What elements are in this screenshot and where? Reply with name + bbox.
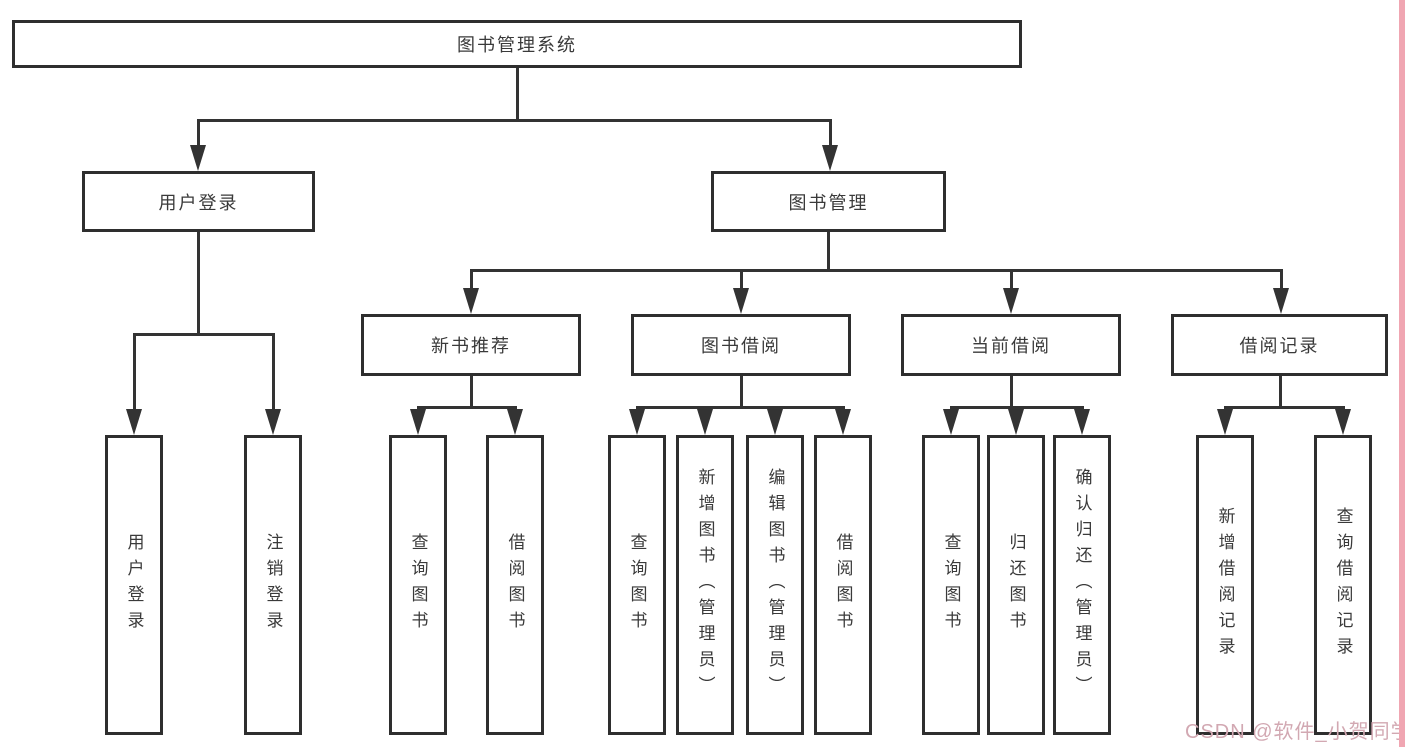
connector-line	[469, 269, 1283, 272]
leaf-confirm-return-admin: 确认归还（管理员）	[1053, 435, 1111, 735]
node-user-login: 用户登录	[82, 171, 315, 232]
connector-line	[515, 68, 519, 122]
connector-line	[271, 333, 275, 411]
connector-line	[1009, 376, 1013, 409]
node-label: 查询图书	[408, 533, 428, 637]
connector-line	[196, 232, 200, 336]
arrow-down-icon	[265, 409, 281, 435]
connector-line	[132, 333, 275, 336]
right-edge-strip	[1399, 0, 1405, 747]
connector-line	[1278, 376, 1282, 409]
arrow-down-icon	[1074, 409, 1090, 435]
node-label: 图书管理	[788, 192, 869, 213]
connector-line	[1009, 269, 1013, 291]
connector-line	[416, 406, 517, 409]
connector-line	[196, 119, 832, 122]
arrow-down-icon	[822, 145, 838, 171]
arrow-down-icon	[1273, 288, 1289, 314]
leaf-borrow-books: 借阅图书	[814, 435, 872, 735]
connector-line	[196, 119, 200, 149]
arrow-down-icon	[1008, 409, 1024, 435]
arrow-down-icon	[767, 409, 783, 435]
node-library-management-system: 图书管理系统	[12, 20, 1022, 68]
connector-line	[1279, 269, 1283, 291]
node-borrow-records: 借阅记录	[1171, 314, 1388, 376]
node-label: 借阅记录	[1239, 336, 1320, 356]
arrow-down-icon	[629, 409, 645, 435]
node-label: 注销登录	[263, 533, 283, 637]
node-label: 图书借阅	[701, 336, 781, 356]
arrow-down-icon	[835, 409, 851, 435]
arrow-down-icon	[943, 409, 959, 435]
leaf-query-books-borrow: 查询图书	[608, 435, 666, 735]
node-label: 图书管理系统	[457, 35, 577, 55]
arrow-down-icon	[410, 409, 426, 435]
arrow-down-icon	[463, 288, 479, 314]
leaf-borrow-books-recommend: 借阅图书	[486, 435, 544, 735]
connector-line	[469, 269, 473, 291]
node-label: 当前借阅	[971, 336, 1051, 356]
connector-line	[739, 376, 743, 409]
arrow-down-icon	[126, 409, 142, 435]
arrow-down-icon	[1003, 288, 1019, 314]
leaf-edit-books-admin: 编辑图书（管理员）	[746, 435, 804, 735]
csdn-watermark: CSDN @软件_小贺同学	[1185, 721, 1405, 743]
node-label: 查询借阅记录	[1333, 507, 1353, 663]
connector-line	[635, 406, 845, 409]
node-book-management: 图书管理	[711, 171, 946, 232]
leaf-return-books: 归还图书	[987, 435, 1045, 735]
node-label: 编辑图书（管理员）	[765, 468, 785, 702]
connector-line	[739, 269, 743, 291]
leaf-add-books-admin: 新增图书（管理员）	[676, 435, 734, 735]
connector-line	[1223, 406, 1345, 409]
leaf-query-borrow-record: 查询借阅记录	[1314, 435, 1372, 735]
arrow-down-icon	[1335, 409, 1351, 435]
leaf-user-login: 用户登录	[105, 435, 163, 735]
leaf-query-books-current: 查询图书	[922, 435, 980, 735]
node-label: 归还图书	[1006, 533, 1026, 637]
node-label: 用户登录	[158, 192, 239, 213]
connector-line	[469, 376, 473, 409]
node-label: 查询图书	[941, 533, 961, 637]
node-label: 查询图书	[627, 533, 647, 637]
node-label: 借阅图书	[505, 533, 525, 637]
connector-line	[828, 119, 832, 149]
node-label: 用户登录	[124, 533, 144, 637]
node-book-borrow: 图书借阅	[631, 314, 851, 376]
node-label: 新增借阅记录	[1215, 507, 1235, 663]
leaf-logout: 注销登录	[244, 435, 302, 735]
node-new-book-recommend: 新书推荐	[361, 314, 581, 376]
arrow-down-icon	[733, 288, 749, 314]
node-label: 新增图书（管理员）	[695, 468, 715, 702]
node-label: 借阅图书	[833, 533, 853, 637]
arrow-down-icon	[697, 409, 713, 435]
connector-line	[949, 406, 1084, 409]
connector-line	[132, 333, 136, 411]
node-label: 新书推荐	[431, 336, 511, 356]
node-label: 确认归还（管理员）	[1072, 468, 1092, 702]
leaf-add-borrow-record: 新增借阅记录	[1196, 435, 1254, 735]
arrow-down-icon	[1217, 409, 1233, 435]
leaf-query-books-recommend: 查询图书	[389, 435, 447, 735]
arrow-down-icon	[507, 409, 523, 435]
arrow-down-icon	[190, 145, 206, 171]
node-current-borrow: 当前借阅	[901, 314, 1121, 376]
connector-line	[826, 232, 830, 272]
